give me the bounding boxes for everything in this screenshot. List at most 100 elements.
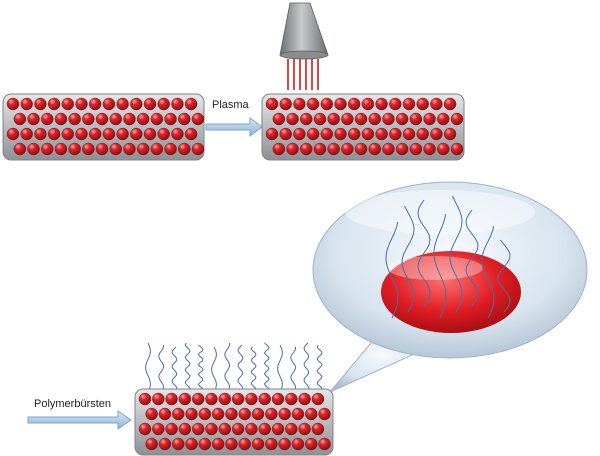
particle [423,142,436,156]
particle [443,127,457,141]
particle-grid [265,97,464,156]
particle [348,97,361,111]
polymer-chain [316,344,323,393]
particle [158,407,172,421]
particle [198,437,212,451]
particle [306,97,320,111]
particle [318,437,331,451]
particle [41,112,54,126]
particle [116,127,129,141]
particle [95,112,109,126]
particle [361,127,375,141]
polymer-chain [197,344,204,393]
particle [95,142,109,156]
particle [75,127,88,141]
particle [265,407,278,421]
plasma-label: Plasma [212,99,249,111]
particle [327,112,340,126]
particle [165,392,178,406]
nozzle-icon [279,2,329,90]
particle [211,437,225,451]
particle [75,97,88,111]
particle [6,127,20,141]
polymer-chain [263,342,270,393]
particle [395,112,409,126]
particle [172,437,185,451]
substrate-before [2,93,205,161]
particle [205,422,218,436]
polymer-chain [250,346,257,393]
particle [430,127,443,141]
particle [291,407,305,421]
particle [211,407,225,421]
particle [450,112,464,126]
polymer-chain [465,209,479,307]
particle [430,97,443,111]
particle [41,142,54,156]
polymer-chain [145,342,151,393]
particle [231,422,245,436]
particle [145,407,158,421]
particle [271,422,285,436]
particle [286,142,299,156]
particle [171,127,184,141]
particle [368,112,381,126]
particle [178,142,191,156]
particle [178,422,192,436]
polymer-chain [237,344,244,393]
particle [382,112,395,126]
particle [171,97,184,111]
particle [145,437,158,451]
particle [311,392,325,406]
bubble-highlight [345,190,535,234]
particle [293,97,306,111]
substrate-polymer-brushes [134,342,334,456]
particle [164,142,177,156]
substrate-plasma-treated [261,93,465,161]
particle [251,437,265,451]
particle [409,142,423,156]
particle [354,142,368,156]
polymer-chain [171,346,178,393]
particle [258,392,271,406]
particle [318,407,331,421]
particle [191,422,205,436]
particle [150,142,164,156]
particle [225,407,238,421]
particle [245,422,258,436]
particle [130,97,143,111]
particle [109,112,122,126]
particle [185,407,198,421]
particle [218,392,232,406]
plasma-arrow [205,117,263,137]
particle [123,112,136,126]
polymer-chain [433,213,447,319]
particle [334,127,347,141]
particle [191,142,205,156]
particle [102,127,116,141]
particle [389,127,402,141]
particle [402,127,416,141]
particle [138,392,152,406]
polymer-chain [481,225,495,319]
particle [279,97,292,111]
particle [191,392,205,406]
particle [205,392,218,406]
particle [437,112,450,126]
particle-grid [138,392,331,451]
particle [6,97,20,111]
particle [361,97,375,111]
particle [278,407,291,421]
particle [34,97,47,111]
particle [291,437,305,451]
particle [298,392,311,406]
particle [375,97,388,111]
nozzle-rim [279,50,329,60]
particle [327,142,340,156]
particle [116,97,129,111]
particle [218,422,232,436]
particle [258,422,271,436]
particle [450,142,464,156]
particle [300,112,313,126]
